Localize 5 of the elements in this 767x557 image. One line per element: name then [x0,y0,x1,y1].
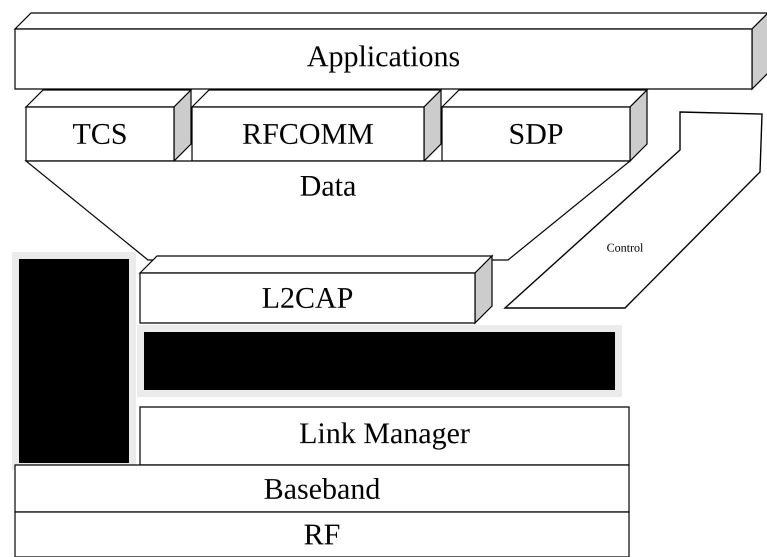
layer-block: Link Manager [139,406,630,466]
redacted-block [12,252,136,470]
layer-block: Baseband [14,464,630,513]
redacted-block [137,325,622,397]
layer-block: RF [14,511,630,557]
